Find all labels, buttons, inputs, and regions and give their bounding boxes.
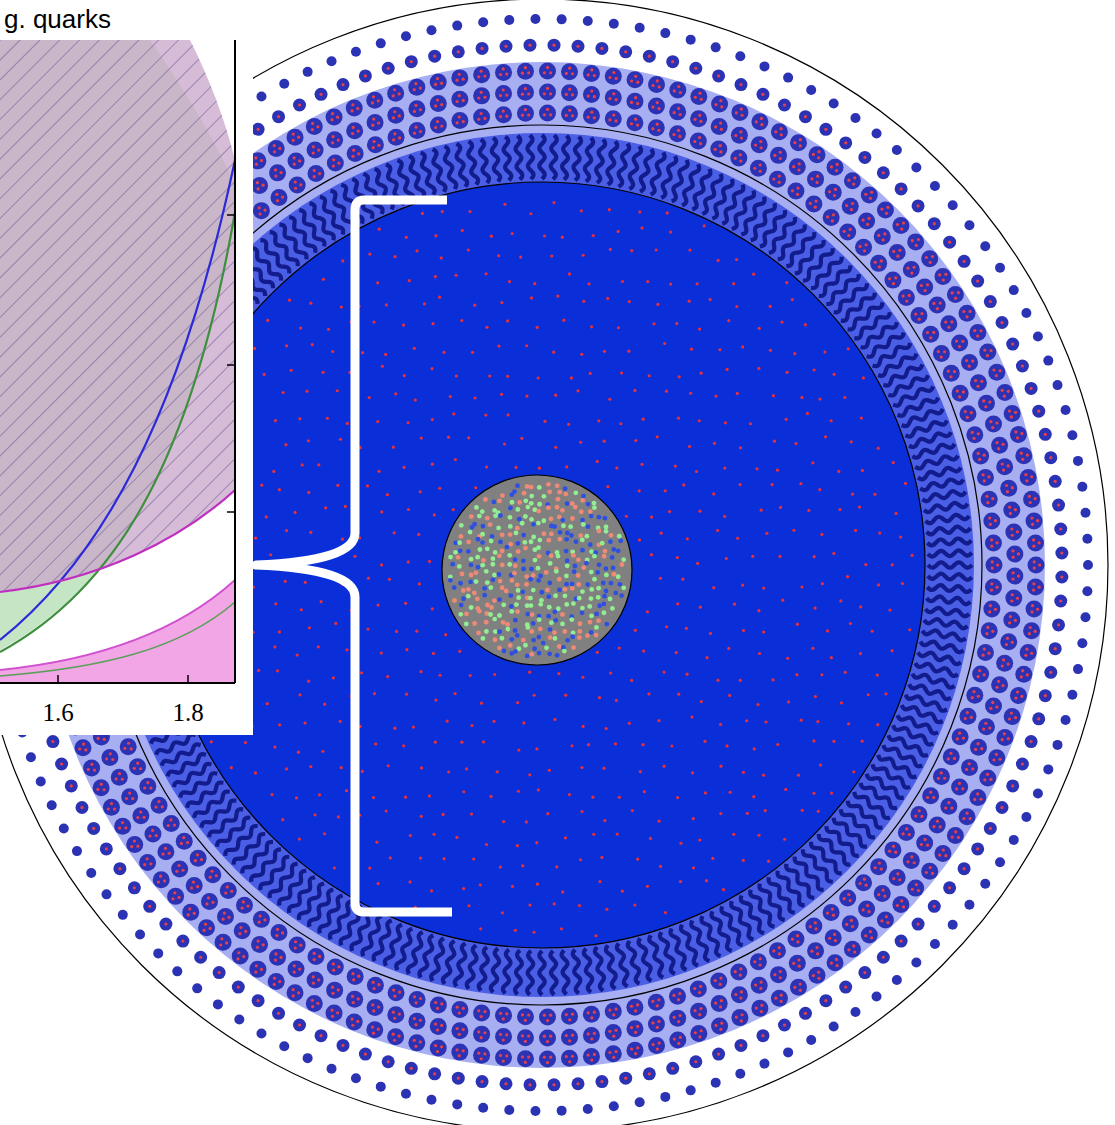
mauve-region [0,40,235,592]
axis-tick-label: 1.8 [172,700,203,725]
plot-frame [0,682,235,684]
inset-chart [0,0,253,735]
green-curve [0,212,235,652]
outer-core [159,182,925,948]
quark-dots [448,482,626,658]
curly-bracket [256,200,452,912]
core-dots [165,201,914,937]
blue-curve [0,160,235,640]
axis-tick-label: 1.6 [42,700,73,725]
axis-ticks [58,215,235,683]
inset-panel [0,0,253,735]
plot-frame [234,40,236,683]
magenta-curve [0,490,235,592]
quark-core [442,475,632,665]
hatched-region [0,40,235,592]
inset-title: g. quarks [4,6,111,32]
pink-curve [0,580,235,670]
green-region [0,40,235,650]
pink-region [0,580,235,683]
green-lower-curve [0,602,235,676]
